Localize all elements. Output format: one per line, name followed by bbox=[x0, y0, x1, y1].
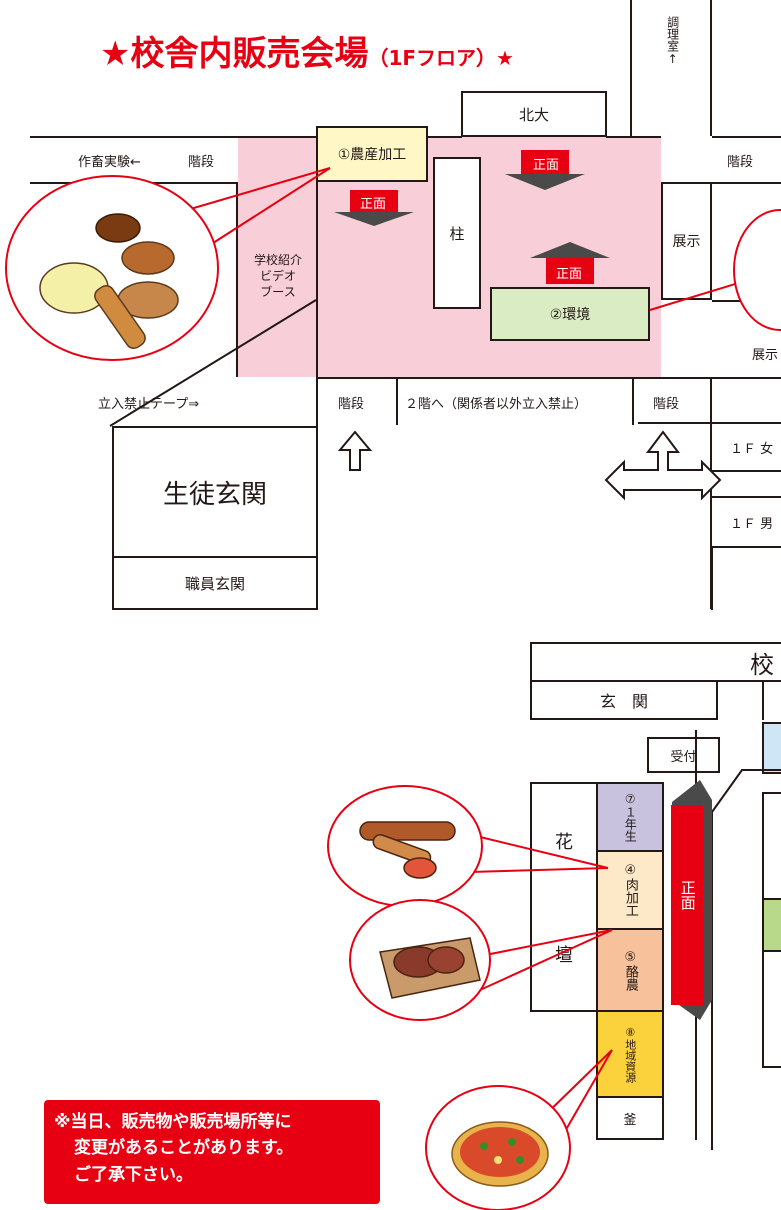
wall-line bbox=[236, 182, 238, 377]
notice-line-2: 変更があることがあります。 bbox=[74, 1138, 294, 1159]
bread-illustration bbox=[39, 213, 179, 350]
restroom-male: １Ｆ 男 bbox=[710, 496, 781, 548]
kama-label: 釜 bbox=[623, 1112, 637, 1128]
wall-line bbox=[630, 0, 632, 136]
kitchen-label: 調理室↑ bbox=[665, 16, 680, 66]
stall-8-label: ⑧地域資源 bbox=[623, 1025, 637, 1083]
title-sub: （1Fフロア）★ bbox=[368, 46, 514, 70]
corridor-line bbox=[712, 136, 781, 138]
video-booth: 学校紹介 ビデオ ブース bbox=[253, 253, 302, 300]
restroom-female: １Ｆ 女 bbox=[710, 422, 781, 472]
front-label-stall-2: 正面 bbox=[556, 267, 583, 282]
corridor-line bbox=[316, 377, 781, 379]
stairs-left: 階段 bbox=[188, 155, 215, 170]
wall-line bbox=[396, 377, 398, 425]
pillar: 柱 bbox=[433, 157, 481, 309]
sausage-illustration bbox=[359, 821, 456, 879]
entrance-bottom-label: 玄 関 bbox=[599, 692, 648, 711]
stall-2-label: ②環境 bbox=[549, 307, 591, 323]
notice-box: ※当日、販売物や販売場所等に 変更があることがあります。 ご了承下さい。 bbox=[44, 1100, 380, 1204]
stairs-left-note: 作畜実験← bbox=[78, 155, 141, 170]
school-label: 校 bbox=[750, 650, 774, 679]
stall-4-label: ④肉加工 bbox=[622, 863, 638, 917]
reception-label: 受付 bbox=[670, 749, 697, 765]
front-label-stall-1: 正面 bbox=[360, 197, 387, 212]
flower-bed-label-1: 花 bbox=[555, 831, 573, 853]
kama: 釜 bbox=[596, 1096, 664, 1140]
display-box: 展示 bbox=[661, 182, 712, 300]
crossroad-arrow-icon bbox=[604, 430, 722, 501]
wall-line bbox=[710, 377, 712, 609]
wall-line bbox=[762, 680, 764, 720]
stall-1-label: ①農産加工 bbox=[337, 147, 407, 163]
diagonal-wall bbox=[109, 299, 317, 427]
notice-line-1: ※当日、販売物や販売場所等に bbox=[54, 1112, 292, 1132]
hokudai-label: 北大 bbox=[518, 105, 549, 124]
bread-callout bbox=[5, 175, 219, 361]
wall-line bbox=[316, 182, 318, 377]
wall-line bbox=[632, 377, 634, 425]
front-arrow-stall-2 bbox=[530, 242, 610, 284]
display-lower: 展示 bbox=[752, 348, 779, 363]
tape-label: 立入禁止テープ⇒ bbox=[98, 397, 200, 412]
stall-7-label: ⑦１年生 bbox=[623, 792, 638, 842]
corridor-line bbox=[638, 422, 781, 424]
student-entrance[interactable]: 生徒玄関 bbox=[112, 426, 318, 558]
pillar-label: 柱 bbox=[449, 224, 465, 243]
front-label-hokudai: 正面 bbox=[533, 158, 560, 173]
school-building-header: 校 bbox=[530, 642, 781, 682]
right-blue-area bbox=[762, 722, 781, 774]
hokudai-booth[interactable]: 北大 bbox=[461, 91, 607, 137]
reception[interactable]: 受付 bbox=[647, 737, 720, 773]
right-callout bbox=[733, 209, 781, 331]
pizza-illustration bbox=[451, 1121, 549, 1187]
stairs-bottom-right: 階段 bbox=[653, 397, 680, 412]
wall-line bbox=[710, 0, 712, 136]
corridor-line bbox=[606, 136, 661, 138]
stall-5-rakunou[interactable]: ⑤酪農 bbox=[596, 928, 664, 1012]
title-main: ★校舎内販売会場 bbox=[100, 34, 369, 74]
front-arrow-stall-1 bbox=[334, 190, 414, 226]
display-label: 展示 bbox=[672, 234, 701, 250]
stall-5-label: ⑤酪農 bbox=[622, 949, 638, 991]
entrance-bottom[interactable]: 玄 関 bbox=[530, 680, 718, 720]
staff-entrance-label: 職員玄関 bbox=[184, 574, 245, 593]
stairs-right: 階段 bbox=[727, 155, 754, 170]
corridor-line bbox=[30, 136, 318, 138]
up-arrow-icon bbox=[337, 430, 373, 471]
notice-line-3: ご了承下さい。 bbox=[74, 1164, 193, 1185]
front-arrow-bottom bbox=[671, 780, 712, 1020]
restroom-male-label: １Ｆ 男 bbox=[730, 516, 774, 532]
flower-bed: 花 壇 bbox=[530, 782, 598, 1012]
stairs-bottom-left: 階段 bbox=[338, 397, 365, 412]
building-wall bbox=[711, 769, 781, 1150]
staff-entrance[interactable]: 職員玄関 bbox=[112, 556, 318, 610]
restroom-female-label: １Ｆ 女 bbox=[730, 441, 774, 457]
second-floor-note: ２階へ（関係者以外立入禁止） bbox=[405, 397, 588, 412]
corridor-line bbox=[427, 136, 462, 138]
front-label-bottom: 正面 bbox=[678, 880, 697, 910]
corridor-line bbox=[712, 182, 781, 184]
map-title: ★校舎内販売会場（1Fフロア）★ bbox=[100, 26, 514, 75]
front-arrow-hokudai bbox=[505, 150, 585, 190]
stall-2-kankyou[interactable]: ②環境 bbox=[490, 287, 650, 341]
right-building-bottom bbox=[762, 950, 781, 1068]
student-entrance-label: 生徒玄関 bbox=[162, 479, 267, 510]
meat-illustration bbox=[379, 937, 481, 999]
stall-1-nousan-kakou[interactable]: ①農産加工 bbox=[316, 126, 428, 182]
